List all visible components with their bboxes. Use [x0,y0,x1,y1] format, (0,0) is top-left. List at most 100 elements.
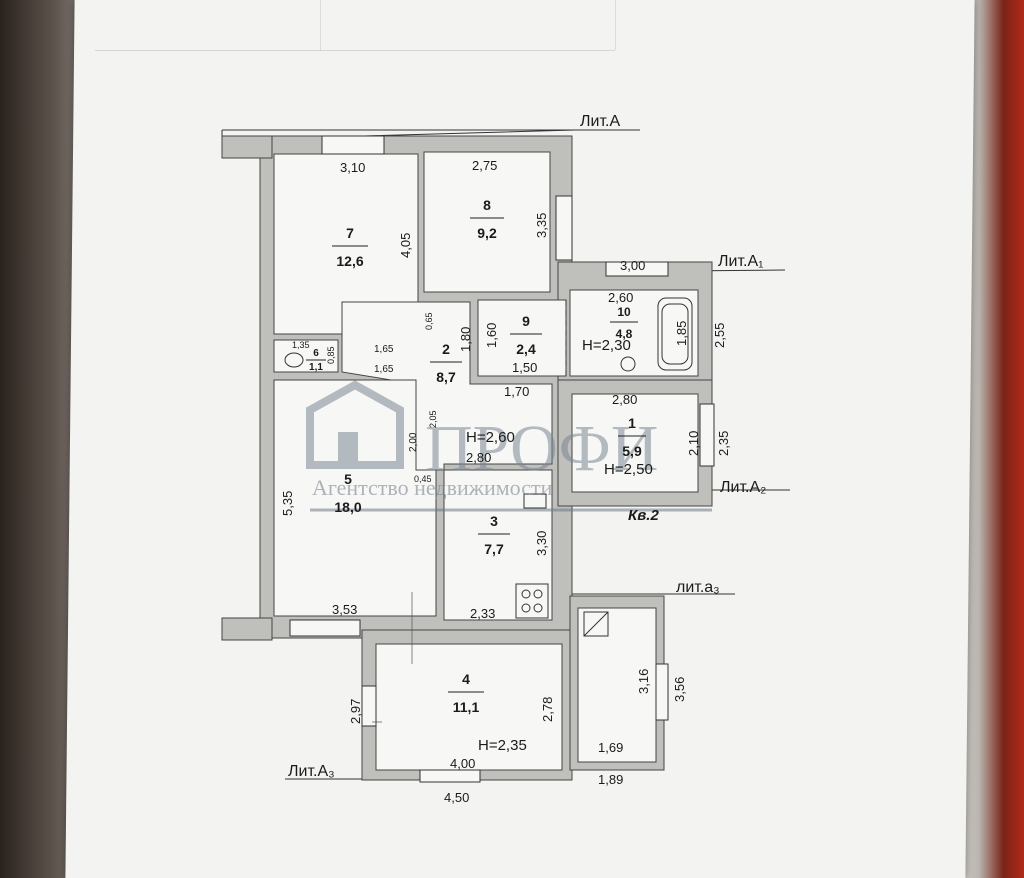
dim-label: 2,10 [686,431,701,456]
boiler-icon [583,611,609,637]
label-lit-a1: Лит.А₁ [718,253,764,270]
header-cell [95,0,321,50]
dim-label: 3,56 [672,677,687,702]
room-4-area: 11,1 [453,699,480,715]
letter-labels: Лит.А Лит.А₁ Лит.А₂ Лит.А₃ лит.а₃ Кв.2 [288,113,766,780]
dim-label: 4,05 [398,233,413,258]
room-7-label: 7 12,6 [332,225,368,269]
windows [289,135,715,783]
watermark-tagline: Агентство недвижимости [312,475,553,500]
dim-label: 4,50 [444,790,469,805]
dim-label: 0,85 [326,346,336,364]
dim-label: 1,65 [374,344,394,355]
dim-label: 4,00 [450,756,475,771]
dim-label: 3,30 [534,531,549,556]
dim-label: 1,69 [598,740,623,755]
dim-label: 3,16 [636,669,651,694]
dim-label: 2,00 [408,432,419,452]
room-1-area: 5,9 [622,443,642,459]
dim-label: 1,89 [598,772,623,787]
room-8-number: 8 [483,197,491,213]
room-8-label: 8 9,2 [470,197,504,241]
fixtures [284,297,693,637]
room-3-area: 7,7 [484,541,504,557]
room-10-area: 4,8 [616,327,633,341]
dim-label: 0,65 [424,312,434,330]
room-4-number: 4 [462,671,470,687]
room-7-number: 7 [346,225,354,241]
watermark: ПРОФИ Агентство недвижимости [306,380,712,512]
room-4-label: 4 11,1 [448,671,484,715]
room-6 [273,339,339,373]
dim-label: 5,35 [280,491,295,516]
room-outlines [273,151,699,771]
stove-icon [515,583,549,619]
room-9-area: 2,4 [516,341,536,357]
kitchen-sink-icon [523,493,547,509]
dim-label: 0,45 [414,474,432,484]
room-2 [341,301,553,471]
label-lit-a3-lower: лит.а₃ [676,579,720,596]
room-1-number: 1 [628,415,636,431]
room-5 [273,379,437,617]
bathtub-icon [657,297,693,371]
height-lit-a: H=2,60 [466,429,515,446]
dim-label: 1,70 [504,384,529,399]
room-5-number: 5 [344,471,352,487]
room-labels: 7 12,6 8 9,2 9 2,4 10 4,8 6 1,1 2 8,7 [306,197,646,715]
label-lit-a: Лит.А [580,113,620,130]
room-6-area: 1,1 [309,362,323,373]
room-10-label: 10 4,8 [610,305,638,341]
watermark-brand: ПРОФИ [425,412,658,485]
dim-label: 2,35 [716,431,731,456]
label-lit-a2: Лит.А₂ [720,479,766,496]
room-7-area: 12,6 [336,253,363,269]
height-lit-a2: H=2,50 [604,461,653,478]
room-8-area: 9,2 [477,225,497,241]
room-8 [423,151,551,293]
dim-label: 2,55 [712,323,727,348]
room-5-area: 18,0 [334,499,361,515]
room-9-number: 9 [522,313,530,329]
room-a3 [577,607,657,763]
dim-label: 1,50 [512,360,537,375]
room-4 [375,643,563,771]
header-table-strip [95,0,616,51]
dim-label: 3,53 [332,602,357,617]
dim-label: 3,35 [534,213,549,238]
sink-icon [620,356,636,372]
header-cell [320,0,616,50]
height-lit-a3: H=2,35 [478,737,527,754]
room-10-number: 10 [617,305,631,319]
dim-label: 1,85 [674,321,689,346]
dim-label: 1,60 [484,323,499,348]
dim-label: 3,10 [340,160,365,175]
toilet-icon [284,352,304,368]
room-3-number: 3 [490,513,498,529]
room-6-label: 6 1,1 [306,348,326,373]
dimension-labels: 3,10 2,75 4,05 3,35 3,00 2,60 2,55 1,85 … [280,158,731,805]
label-apartment: Кв.2 [628,507,659,524]
dim-label: 2,80 [612,392,637,407]
dim-label: 2,78 [540,697,555,722]
height-labels: H=2,60 H=2,30 H=2,50 H=2,35 [466,337,653,754]
dim-label: 2,05 [428,410,438,428]
room-2-area: 8,7 [436,369,456,385]
room-1-label: 1 5,9 [618,415,646,459]
dim-label: 2,80 [466,450,491,465]
dim-label: 2,97 [348,699,363,724]
dim-label: 3,00 [620,258,645,273]
room-9-label: 9 2,4 [510,313,542,357]
room-9 [477,299,567,377]
room-2-number: 2 [442,341,450,357]
dim-label: 2,75 [472,158,497,173]
dimension-guides [372,592,413,723]
dim-label: 2,60 [608,290,633,305]
dim-label: 1,80 [458,327,473,352]
dim-label: 1,35 [292,340,310,350]
room-2-label: 2 8,7 [430,341,462,385]
room-3-label: 3 7,7 [478,513,510,557]
height-lit-a1: H=2,30 [582,337,631,354]
room-1 [571,393,699,493]
